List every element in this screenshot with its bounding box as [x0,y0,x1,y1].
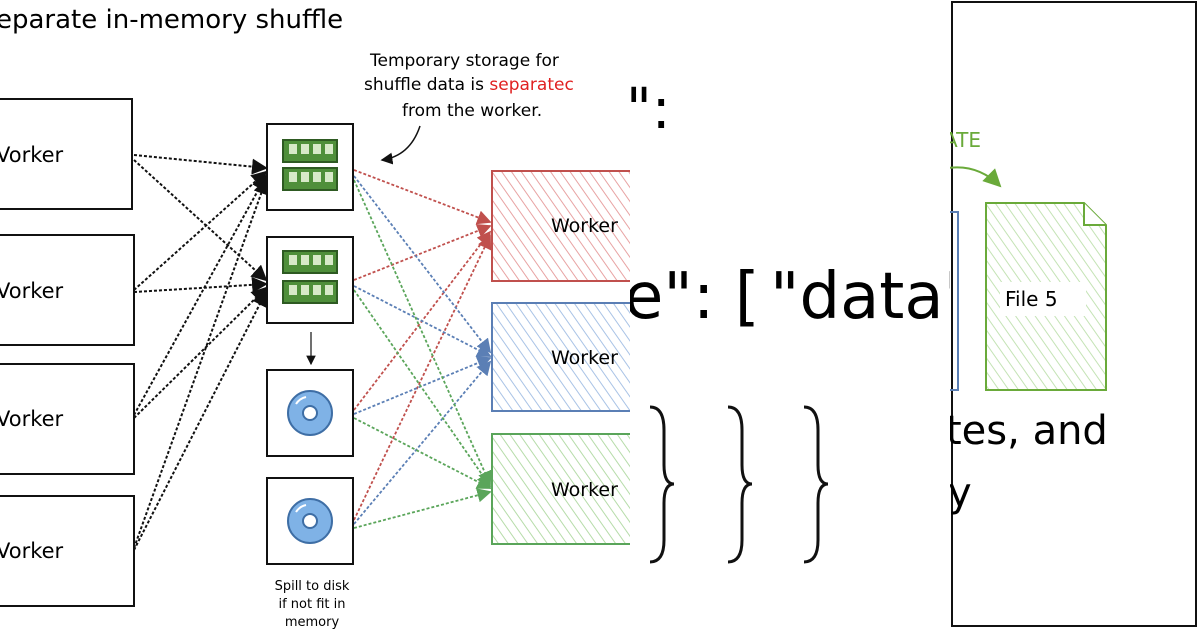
frame-border [951,1,1197,627]
shuffle-diagram: eparate in-memory shuffle Vorker Vorker … [0,5,630,630]
dest-worker-red: Worker [491,170,630,282]
disc-icon [287,498,333,544]
right-brace-icon [649,405,675,564]
note-arrow [380,125,421,165]
ram-icon [282,139,338,191]
source-worker-4: Vorker [0,495,135,607]
source-worker-label: Vorker [0,407,64,431]
storage-note: Temporary storage for shuffle data is se… [364,51,574,121]
brace-icons [649,405,829,564]
disc-icon [287,390,333,436]
dest-worker-label: Worker [551,479,618,501]
spill-caption-line: memory [285,615,340,630]
dest-worker-green: Worker [491,433,630,545]
doc-edge-blue [950,211,959,391]
storage-note-prefix: shuffle data is [364,75,489,95]
source-worker-label: Vorker [0,539,64,563]
body-text-line: tes, and [950,408,1108,454]
json-fragment: ": e": [ "data", [630,77,950,564]
worker-to-memory-arrows [133,154,269,551]
memory-node-2 [266,236,354,324]
spill-caption: Spill to disk if not fit in memory [275,579,350,630]
source-worker-label: Vorker [0,279,64,303]
json-fragment-panel: ": e": [ "data", [630,0,950,630]
file-label: File 5 [1005,287,1058,311]
source-worker-label: Vorker [0,143,64,167]
ram-icon [282,250,338,304]
diagram-title: eparate in-memory shuffle [0,5,343,35]
storage-note-line: from the worker. [402,101,542,121]
json-fragment-value: "data", [770,260,950,334]
source-worker-2: Vorker [0,234,135,346]
file-fragment: ATE File 5 tes, and y [950,1,1197,627]
right-brace-icon [803,405,829,564]
disk-node-1 [266,369,354,457]
memory-node-1 [266,123,354,211]
arrow-label: ATE [950,128,981,152]
right-brace-icon [727,405,753,564]
shuffle-diagram-panel: eparate in-memory shuffle Vorker Vorker … [0,5,630,630]
file-fragment-panel: ATE File 5 tes, and y [950,0,1200,630]
source-worker-1: Vorker [0,98,133,210]
storage-note-line: Temporary storage for [369,51,559,71]
storage-note-highlight: separatec [489,75,573,95]
spill-caption-line: Spill to disk [275,579,350,594]
green-arrow [950,166,1002,188]
storage-to-worker-arrows [353,169,492,529]
disk-node-2 [266,477,354,565]
dest-worker-label: Worker [551,215,618,237]
storage-note-line: shuffle data is separatec [364,75,574,95]
file-label-bg [1000,282,1086,316]
source-worker-3: Vorker [0,363,135,475]
dest-worker-label: Worker [551,347,618,369]
spill-caption-line: if not fit in [278,597,345,612]
dest-worker-blue: Worker [491,302,630,412]
json-fragment-top: ": [630,77,671,142]
json-fragment-key: e": [ [630,260,760,334]
body-text-line: y [950,470,972,516]
